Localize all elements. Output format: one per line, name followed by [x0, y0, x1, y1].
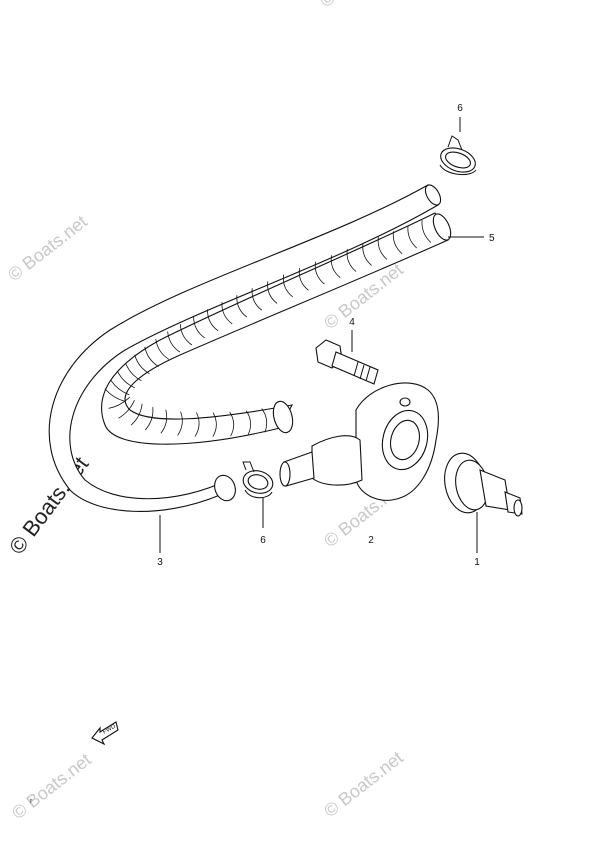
- hose-rib: [212, 412, 217, 437]
- bolt-part-4: [315, 339, 379, 385]
- hose-rib: [194, 412, 200, 437]
- watermark: © Boats.net: [4, 211, 91, 285]
- watermark: © Boats.net: [316, 0, 403, 11]
- hose-rib: [125, 362, 142, 382]
- hose-rib: [298, 268, 309, 291]
- hose-rib: [282, 274, 293, 298]
- hose-rib: [221, 302, 233, 325]
- callout-4: 4: [349, 317, 355, 328]
- hose-rib: [207, 309, 219, 332]
- hose-rib: [330, 255, 341, 278]
- hose-rib: [314, 261, 325, 285]
- hose-rib: [193, 316, 205, 339]
- hose-rib: [155, 339, 169, 360]
- watermark: © Boats.net: [8, 749, 95, 823]
- hose-rib: [245, 410, 251, 435]
- hose-rib: [362, 242, 372, 266]
- callout-5: 5: [489, 233, 495, 244]
- callout-6-top: 6: [457, 103, 463, 114]
- hose-rib: [179, 323, 193, 346]
- hose-rib: [118, 400, 135, 419]
- hose-rib: [134, 354, 150, 375]
- callout-2: 2: [368, 535, 374, 546]
- hose-rib: [261, 408, 268, 433]
- watermark-large: © Boats.net: [4, 452, 93, 559]
- hose-rib: [144, 346, 159, 367]
- hose-rib: [130, 403, 143, 426]
- callout-3: 3: [157, 557, 163, 568]
- thermostat-part-1: [444, 452, 523, 517]
- watermark: © Boats.net: [320, 747, 407, 821]
- hose-rib: [377, 237, 388, 260]
- hose-rib: [108, 396, 131, 409]
- hose-rib: [229, 411, 235, 437]
- footnote: r: [30, 798, 33, 805]
- hose-rib: [267, 281, 278, 304]
- hose-rib: [117, 370, 135, 389]
- hose-rib: [236, 295, 248, 318]
- hose-rib: [392, 231, 403, 255]
- hose-rib: [177, 411, 183, 436]
- hose-rib: [251, 288, 263, 311]
- callout-1: 1: [474, 557, 480, 568]
- hose-rib: [407, 225, 417, 249]
- clamp-part-6-top: [439, 135, 477, 176]
- callout-6-bottom: 6: [260, 535, 266, 546]
- hose-rib: [346, 249, 357, 272]
- hose-rib: [421, 220, 432, 243]
- hose-rib: [104, 388, 126, 402]
- housing-part-2: [279, 382, 439, 501]
- corrugated-hose-part-5: [101, 212, 452, 445]
- clamp-part-6-bottom: [242, 461, 274, 499]
- hose-rib: [160, 409, 168, 434]
- hose-part-3: [48, 184, 442, 512]
- hose-rib: [167, 331, 181, 353]
- hose-rib: [110, 379, 130, 396]
- hose-rib: [144, 407, 154, 431]
- fwd-arrow-icon: FWD: [91, 721, 119, 746]
